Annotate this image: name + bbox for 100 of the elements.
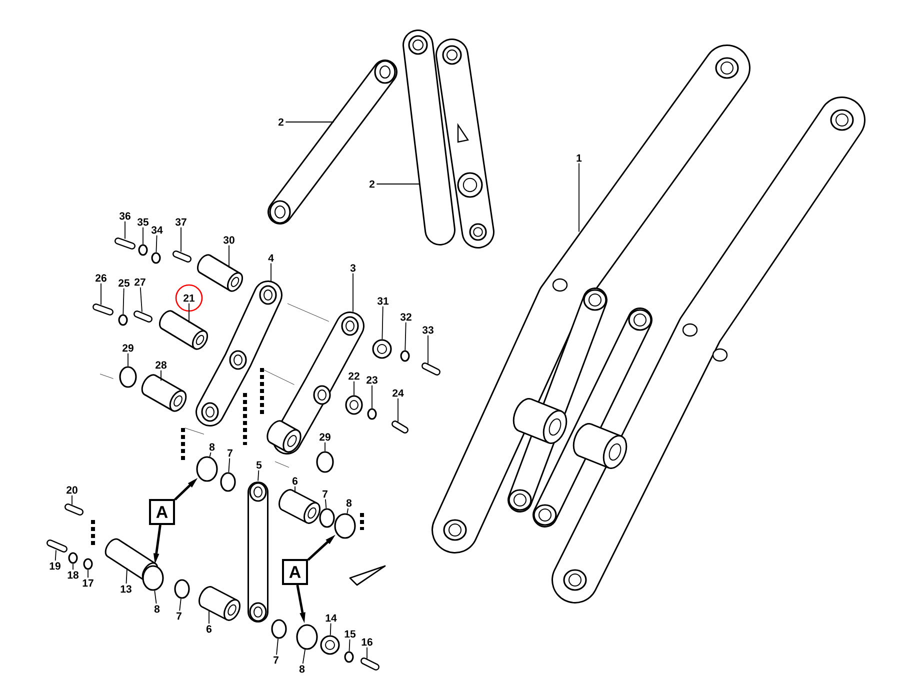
- callout-number: 15: [344, 630, 356, 638]
- o-ring: [220, 472, 236, 492]
- callout-number: 23: [366, 376, 378, 384]
- leader-line: [154, 590, 157, 604]
- leader-line: [578, 162, 580, 232]
- bushing: [278, 489, 320, 524]
- callout-number: 35: [137, 218, 149, 226]
- leader-line: [404, 322, 406, 351]
- o-ring: [174, 579, 190, 599]
- washer: [400, 350, 410, 362]
- leader-line: [324, 442, 326, 452]
- bushing: [141, 374, 187, 412]
- callout-number: 24: [392, 389, 404, 397]
- callout-number: 29: [122, 344, 134, 352]
- leader-line: [352, 272, 354, 312]
- leader-line: [140, 286, 142, 312]
- leader-line: [348, 638, 350, 652]
- leader-line: [122, 288, 124, 315]
- bolt: [114, 238, 136, 250]
- callout-number: 17: [82, 579, 94, 587]
- leader-line: [126, 568, 128, 584]
- callout-number: 13: [120, 585, 132, 593]
- o-ring: [316, 451, 334, 473]
- link-rod: [268, 60, 398, 224]
- lift-arm: [432, 44, 750, 554]
- o-ring: [271, 619, 287, 639]
- reference-box: A: [149, 499, 175, 525]
- o-ring: [334, 513, 356, 539]
- o-ring: [319, 508, 335, 528]
- washer: [344, 651, 354, 663]
- callout-number: 30: [223, 236, 234, 244]
- callout-number: 1: [576, 154, 582, 162]
- leader-line: [188, 302, 190, 324]
- callout-number: 18: [68, 571, 78, 579]
- washer: [151, 252, 161, 264]
- callout-number: 34: [151, 226, 163, 234]
- washer: [118, 314, 128, 326]
- bushing: [198, 586, 240, 621]
- reference-box: A: [282, 559, 308, 585]
- lift-arm: [508, 96, 866, 604]
- pin: [158, 310, 208, 350]
- leader-line: [209, 452, 212, 458]
- washer: [345, 395, 363, 415]
- callout-number: 14: [326, 614, 337, 622]
- callout-number: 6: [206, 625, 212, 633]
- bolt: [64, 504, 84, 516]
- callout-number: 6: [292, 477, 298, 485]
- washer: [320, 635, 340, 655]
- callout-number: 3: [350, 264, 356, 272]
- callout-number: 26: [96, 274, 106, 282]
- callout-number: 16: [362, 638, 372, 646]
- bolt: [134, 310, 152, 322]
- leader-line: [366, 646, 368, 660]
- callout-number: 32: [400, 313, 412, 321]
- leader-line: [179, 598, 182, 612]
- washer: [372, 339, 392, 359]
- callout-number: 25: [118, 279, 130, 287]
- washer: [83, 558, 93, 570]
- callout-number: 33: [422, 326, 434, 334]
- callout-number: 27: [134, 278, 146, 286]
- link-arm: [196, 280, 282, 426]
- callout-number: 28: [156, 361, 166, 369]
- bolt: [172, 250, 192, 262]
- callout-number: 8: [209, 443, 215, 451]
- rocker-plate: [402, 30, 456, 246]
- leader-line: [160, 370, 162, 382]
- callout-number: 4: [268, 254, 274, 262]
- callout-number: 8: [154, 605, 160, 613]
- leader-line: [276, 638, 279, 656]
- leader-line: [325, 498, 327, 509]
- callout-number: 20: [66, 486, 78, 494]
- link-arm: [248, 482, 268, 622]
- callout-number: 36: [119, 212, 130, 220]
- callout-number: 8: [346, 499, 352, 507]
- leader-line: [270, 262, 272, 282]
- leader-line: [142, 226, 144, 245]
- callout-number: 5: [256, 461, 262, 469]
- callout-number: 37: [175, 218, 186, 226]
- callout-number: 19: [50, 562, 60, 570]
- callout-number: 8: [299, 665, 305, 673]
- callout-number: 7: [176, 612, 182, 620]
- washer: [138, 244, 148, 256]
- o-ring: [196, 456, 218, 482]
- leader-line: [346, 508, 348, 514]
- leader-line: [156, 234, 158, 253]
- leader-line: [72, 563, 74, 570]
- bolt: [422, 362, 440, 376]
- callout-number: 31: [377, 297, 389, 305]
- callout-number: 21: [184, 294, 195, 302]
- o-ring: [296, 624, 318, 650]
- callout-number: 7: [228, 449, 232, 457]
- callout-number: 7: [274, 656, 278, 664]
- pin: [196, 254, 244, 292]
- leader-line: [100, 282, 102, 306]
- leader-line: [302, 649, 306, 664]
- callout-number: 7: [322, 490, 328, 498]
- leader-line: [294, 486, 296, 494]
- leader-line: [382, 306, 384, 340]
- leader-line: [330, 622, 332, 636]
- o-ring: [119, 366, 137, 388]
